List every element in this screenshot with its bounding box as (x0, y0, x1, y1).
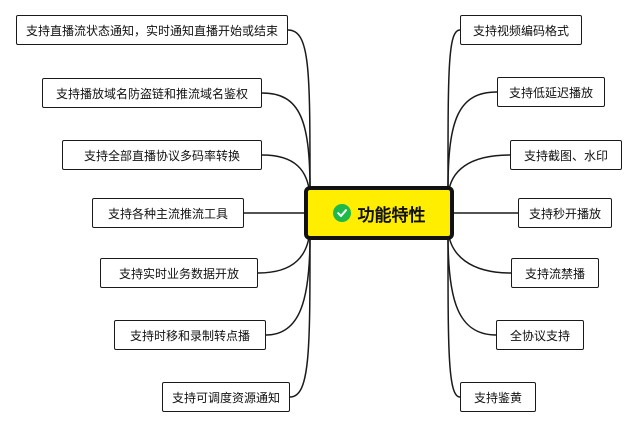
left-node-label: 支持各种主流推流工具 (107, 206, 228, 221)
left-node-label: 支持可调度资源通知 (171, 390, 280, 405)
left-node-1: 支持播放域名防盗链和推流域名鉴权 (42, 78, 262, 108)
right-node-label: 支持低延迟播放 (508, 85, 593, 100)
connector-right-4 (447, 229, 512, 274)
connector-left-2 (261, 154, 311, 197)
left-node-label: 支持播放域名防盗链和推流域名鉴权 (55, 86, 248, 101)
left-node-3: 支持各种主流推流工具 (92, 198, 244, 228)
right-node-5: 全协议支持 (496, 320, 584, 350)
left-node-6: 支持可调度资源通知 (162, 382, 290, 412)
right-node-label: 支持截图、水印 (523, 148, 608, 163)
connector-left-5 (265, 235, 311, 336)
right-node-label: 支持流禁播 (524, 266, 585, 281)
central-topic-label: 功能特性 (357, 205, 426, 226)
central-topic: 功能特性 (304, 186, 454, 240)
check-circle-icon (332, 204, 351, 222)
connector-right-2 (447, 154, 511, 197)
connector-left-0 (287, 29, 311, 187)
right-node-3: 支持秒开播放 (518, 198, 612, 228)
right-node-2: 支持截图、水印 (510, 140, 622, 170)
left-node-5: 支持时移和录制转点播 (114, 320, 266, 350)
connector-left-4 (257, 229, 311, 274)
right-node-label: 支持视频编码格式 (472, 23, 569, 38)
left-node-label: 支持实时业务数据开放 (118, 266, 239, 281)
connector-right-0 (447, 29, 461, 187)
connector-left-6 (289, 239, 311, 398)
right-node-label: 支持秒开播放 (528, 206, 601, 221)
right-node-6: 支持鉴黄 (460, 382, 536, 412)
right-node-0: 支持视频编码格式 (460, 15, 582, 45)
left-node-4: 支持实时业务数据开放 (100, 258, 258, 288)
left-node-0: 支持直播流状态通知，实时通知直播开始或结束 (16, 15, 288, 45)
connector-right-1 (447, 91, 498, 191)
left-node-2: 支持全部直播协议多码率转换 (62, 140, 262, 170)
right-node-label: 全协议支持 (509, 328, 570, 343)
right-node-4: 支持流禁播 (511, 258, 599, 288)
left-node-label: 支持直播流状态通知，实时通知直播开始或结束 (25, 23, 278, 38)
left-node-label: 支持时移和录制转点播 (129, 328, 250, 343)
left-node-label: 支持全部直播协议多码率转换 (83, 148, 240, 163)
connector-right-6 (447, 239, 461, 398)
connector-left-1 (261, 92, 311, 191)
right-node-1: 支持低延迟播放 (497, 77, 605, 107)
right-node-label: 支持鉴黄 (473, 390, 522, 405)
